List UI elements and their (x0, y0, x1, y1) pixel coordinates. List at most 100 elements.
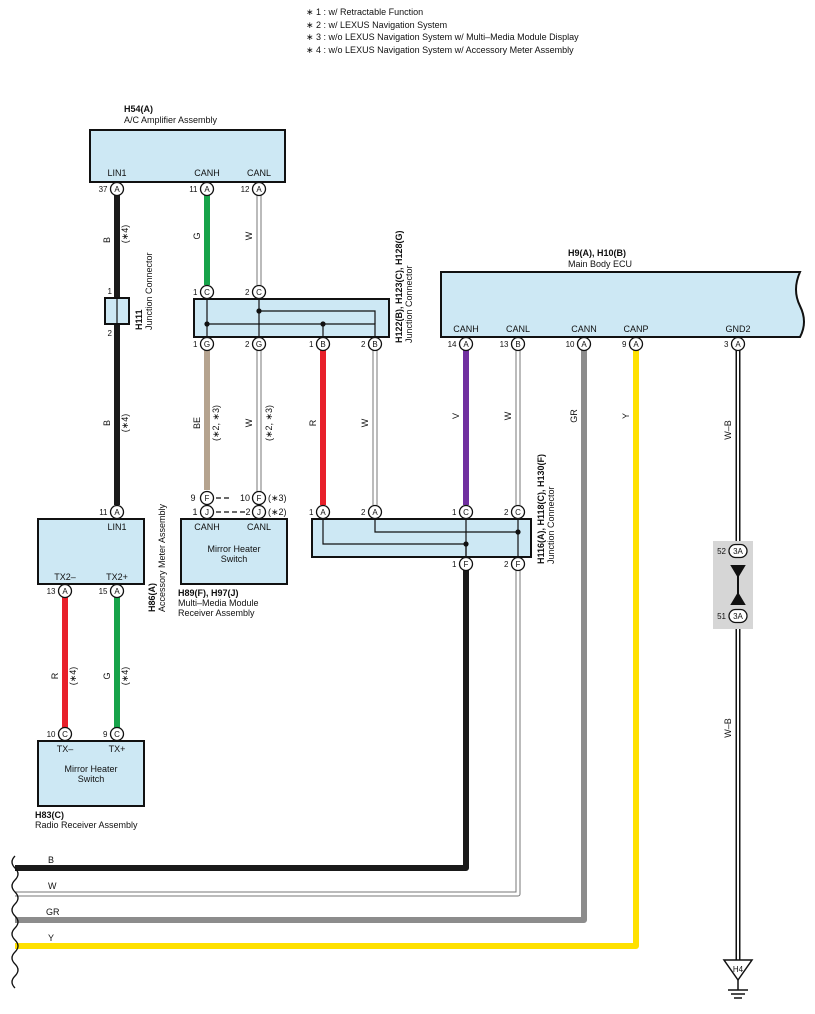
ground-label: H4 (733, 965, 744, 974)
bus-label-w: W (48, 881, 57, 891)
jc-bottom-top-pin-1-number: 2 (361, 508, 366, 517)
mm-row1-pin-a-letter: F (205, 494, 210, 503)
radio-pin-txm-letter: C (62, 730, 68, 739)
main-ecu-pin-0-letter: A (463, 340, 469, 349)
main-ecu-pin-gnd2: GND2 (725, 324, 750, 334)
mm-row1-num1: 9 (190, 493, 195, 503)
h111-code: H111 (134, 309, 144, 330)
jc-bottom-top-pin-0: A1 (309, 504, 331, 520)
acc-meter-pin-lin1: LIN1 (107, 522, 126, 532)
mm-row2-num2: 2 (245, 507, 250, 517)
wire-note-s4-4: (∗4) (120, 667, 130, 686)
bus-label-gr: GR (46, 907, 60, 917)
splice-pin-bottom-number: 51 (717, 612, 726, 621)
radio-pin-txm-number: 10 (47, 730, 56, 739)
splice-pin-bottom-letter: 3A (733, 612, 743, 621)
ac-amp-pin-0-letter: A (114, 185, 120, 194)
main-ecu-pin-cann: CANN (571, 324, 597, 334)
wire-label-w1: W (244, 231, 254, 240)
mm-row1-pin-b-letter: F (257, 494, 262, 503)
main-ecu-pin-4-number: 3 (724, 340, 729, 349)
jc-top-bottom-pin-0: G1 (193, 336, 215, 352)
note-1: ∗ 1 : w/ Retractable Function (306, 7, 424, 17)
jc-bottom-code: H116(A), H118(C), H130(F) (536, 454, 546, 564)
wire-label-wb1: W–B (723, 420, 733, 440)
wire-note-s23-1: (∗2, ∗3) (211, 405, 221, 441)
wire-label-r1: R (308, 419, 318, 426)
mm-row1-pin-a: F (199, 490, 215, 506)
splice-pin-top-number: 52 (717, 547, 726, 556)
mm-row2-pin-b-letter: J (257, 508, 261, 517)
jc-top-top-pin-1-number: 2 (245, 288, 250, 297)
mm-row1-num2: 10 (240, 493, 250, 503)
main-ecu-pin-0-number: 14 (448, 340, 457, 349)
main-ecu-pin-1: B13 (500, 336, 526, 352)
main-ecu-pin-0: A 14 (448, 336, 474, 352)
ac-amp-code: H54(A) (124, 104, 153, 114)
mm-code: H89(F), H97(J) (178, 588, 239, 598)
jc-bottom-top-pin-1-letter: A (372, 508, 378, 517)
jc-top-bottom-pin-1-letter: G (256, 340, 262, 349)
radio-pin-txm: TX– (57, 744, 74, 754)
h111-name: Junction Connector (144, 252, 154, 330)
jc-bottom-bottom-pin-1: F2 (504, 556, 526, 572)
jc-bottom-top-pin-2: C1 (452, 504, 474, 520)
jc-bottom-top-pin-2-number: 1 (452, 508, 457, 517)
acc-meter-pin-tx2p: A15 (99, 583, 125, 599)
ac-amp-pin-0: A 37 (99, 181, 125, 197)
jc-bottom-bottom-pin-1-number: 2 (504, 560, 509, 569)
ac-amp-pin-1-letter: A (204, 185, 210, 194)
jc-top-top-pin-1: C2 (245, 284, 267, 300)
radio-name: Radio Receiver Assembly (35, 820, 138, 830)
wire-note-s23-2: (∗2, ∗3) (264, 405, 274, 441)
jc-bottom-top-pin-0-letter: A (320, 508, 326, 517)
jc-top-top-pin-0-number: 1 (193, 288, 198, 297)
acc-meter-code: H86(A) (147, 583, 157, 612)
wire-label-w3: W (360, 418, 370, 427)
radio-pin-txp: TX+ (109, 744, 126, 754)
ac-amp-name: A/C Amplifier Assembly (124, 115, 218, 125)
wire-label-g1: G (192, 232, 202, 239)
main-ecu-pin-2-letter: A (581, 340, 587, 349)
jc-top-bottom-pin-2-letter: B (320, 340, 325, 349)
mm-name-1: Multi–Media Module (178, 598, 259, 608)
ac-amp-pin-2: A12 (241, 181, 267, 197)
splice-link (730, 565, 746, 605)
note-2: ∗ 2 : w/ LEXUS Navigation System (306, 19, 448, 30)
jc-top-bottom-pin-3: B2 (361, 336, 383, 352)
mm-row2-pin-a-letter: J (205, 508, 209, 517)
mm-pin-canl: CANL (247, 522, 271, 532)
acc-meter-pin-lin1-letter: A (114, 508, 120, 517)
main-ecu-pin-4-letter: A (735, 340, 741, 349)
radio-inner-2: Switch (78, 774, 105, 784)
bus-label-y: Y (48, 933, 54, 943)
jc-bottom-top-pin-1: A2 (361, 504, 383, 520)
acc-meter-pin-tx2m-letter: A (62, 587, 68, 596)
wire-label-g2: G (102, 672, 112, 679)
mm-row2-num1: 1 (192, 507, 197, 517)
jc-top-top-pin-0: C1 (193, 284, 215, 300)
acc-meter-pin-tx2m: A 13 (47, 583, 73, 599)
junction-internal (116, 298, 519, 557)
splice-pin-top: 3A 52 (717, 543, 748, 559)
jc-bottom-bottom-pin-0-letter: F (464, 560, 469, 569)
wires (15, 195, 741, 960)
main-ecu-name: Main Body ECU (568, 259, 632, 269)
wire-label-v: V (451, 413, 461, 419)
splice-pin-top-letter: 3A (733, 547, 743, 556)
radio-pin-txp: C9 (103, 726, 125, 742)
junction-bottom-box (311, 518, 532, 558)
main-ecu-pin-2: A10 (566, 336, 592, 352)
acc-meter-pin-lin1: A11 (99, 504, 125, 520)
main-ecu-pin-1-number: 13 (500, 340, 509, 349)
break-marks (11, 855, 19, 989)
ac-amp-pin-0-number: 37 (99, 185, 108, 194)
main-ecu-pin-3: A9 (622, 336, 644, 352)
jc-top-top-pin-0-letter: C (204, 288, 210, 297)
ground-symbol (722, 959, 754, 999)
radio-inner-1: Mirror Heater (64, 764, 117, 774)
main-ecu-box (440, 271, 805, 338)
mm-row2-pin-a: J (199, 504, 215, 520)
acc-meter-pin-tx2m-number: 13 (47, 587, 56, 596)
